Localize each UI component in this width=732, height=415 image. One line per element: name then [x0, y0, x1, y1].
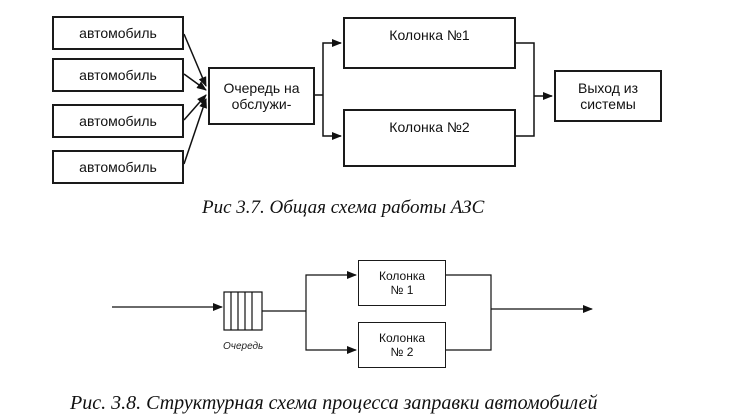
- column2-box-2: Колонка № 2: [358, 322, 446, 368]
- exit-label-line2: системы: [580, 96, 636, 112]
- column2-line1-2: Колонка: [378, 331, 426, 345]
- column1-box-2: Колонка № 1: [358, 260, 446, 306]
- column1-line1-2: Колонка: [378, 269, 426, 283]
- column1-box: Колонка №1: [343, 17, 516, 69]
- queue-label-line2: обслужи-: [231, 96, 292, 112]
- car-label-1: автомобиль: [79, 25, 157, 41]
- car-label-4: автомобиль: [79, 159, 157, 175]
- queue-label-line1: Очередь на: [223, 80, 300, 96]
- car-box-1: автомобиль: [52, 16, 184, 50]
- figure2-caption: Рис. 3.8. Структурная схема процесса зап…: [70, 392, 598, 414]
- car-label-3: автомобиль: [79, 113, 157, 129]
- arrow-car1-to-queue: [183, 33, 207, 87]
- column2-box: Колонка №2: [343, 109, 516, 167]
- car-box-4: автомобиль: [52, 150, 184, 184]
- car-box-3: автомобиль: [52, 104, 184, 138]
- column2-line2-2: № 2: [390, 345, 414, 359]
- column1-line2-2: № 1: [390, 283, 414, 297]
- merge-from-column2-2: [446, 309, 492, 351]
- branch-to-column1-2: [305, 271, 357, 311]
- queue-box: Очередь на обслужи-: [208, 67, 315, 125]
- branch-to-column1: [322, 39, 342, 95]
- arrow-car4-to-queue: [183, 98, 207, 165]
- queue-label-2: Очередь: [223, 341, 264, 352]
- car-label-2: автомобиль: [79, 67, 157, 83]
- figure1-caption: Рис 3.7. Общая схема работы АЗС: [202, 197, 485, 218]
- column1-label: Колонка №1: [389, 27, 470, 43]
- arrow-car2-to-queue: [183, 73, 207, 91]
- merge-from-column1-2: [446, 274, 492, 309]
- merge-from-column2: [516, 96, 535, 137]
- exit-box: Выход из системы: [554, 70, 662, 122]
- queue-buffer: [223, 291, 263, 331]
- branch-to-column2-2: [305, 311, 357, 354]
- column2-label: Колонка №2: [389, 119, 470, 135]
- exit-label-line1: Выход из: [577, 80, 639, 96]
- branch-to-column2: [322, 95, 342, 140]
- merge-from-column1: [516, 42, 535, 96]
- car-box-2: автомобиль: [52, 58, 184, 92]
